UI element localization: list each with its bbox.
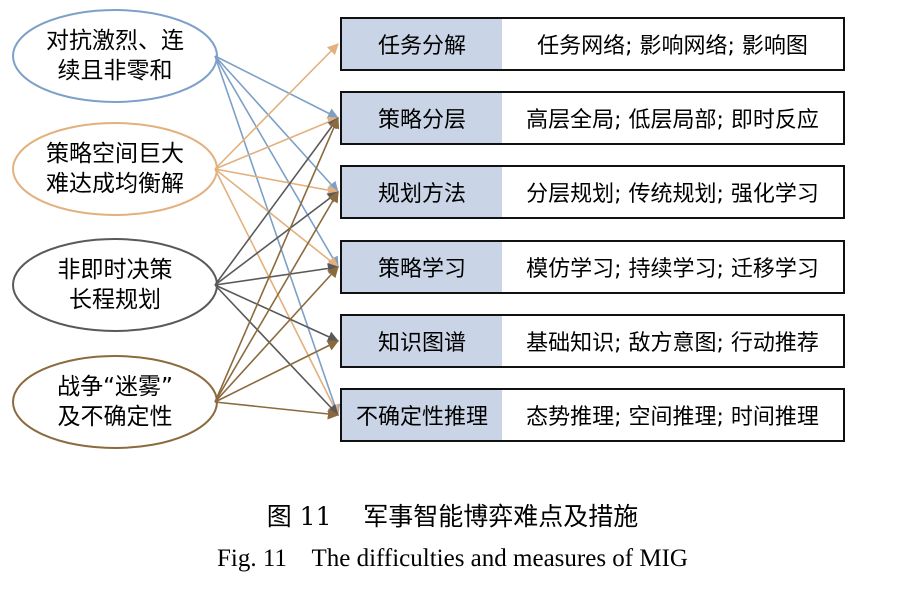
- measure-label: 知识图谱: [342, 316, 502, 366]
- difficulty-label-line: 难达成均衡解: [46, 171, 184, 197]
- difficulty-label-line: 及不确定性: [57, 404, 173, 430]
- connection-arrow-4-to-2: [214, 116, 340, 403]
- connection-arrow-3-to-6: [214, 284, 339, 416]
- difficulty-label-3: 非即时决策长程规划: [13, 239, 217, 331]
- figure-caption-english: Fig. 11 The difficulties and measures of…: [217, 545, 688, 572]
- measure-detail: 高层全局; 低层局部; 即时反应: [526, 108, 819, 133]
- measure-row-uncertainty-reasoning: 不确定性推理 态势推理; 空间推理; 时间推理: [340, 388, 845, 442]
- connection-arrow-1-to-2: [214, 55, 340, 119]
- connection-arrow-1-to-3: [214, 55, 339, 193]
- difficulty-label-2: 策略空间巨大难达成均衡解: [13, 123, 217, 215]
- connection-arrow-2-to-4: [214, 168, 339, 268]
- difficulty-ellipse-1: [12, 9, 218, 103]
- connection-arrow-3-to-2: [214, 117, 339, 286]
- connection-arrow-1-to-4: [214, 55, 339, 268]
- measure-detail: 态势推理; 空间推理; 时间推理: [526, 405, 819, 430]
- connection-arrow-3-to-3: [214, 191, 339, 286]
- difficulty-label-1: 对抗激烈、连续且非零和: [13, 10, 217, 102]
- connection-arrow-1-to-6: [214, 55, 341, 417]
- difficulty-label-line: 战争“迷雾”: [57, 374, 173, 400]
- measure-row-planning-methods: 规划方法 分层规划; 传统规划; 强化学习: [340, 165, 845, 219]
- measure-detail: 模仿学习; 持续学习; 迁移学习: [526, 257, 819, 282]
- connection-arrow-3-to-4: [214, 262, 340, 286]
- connection-arrow-2-to-3: [214, 168, 340, 196]
- measure-row-strategy-learning: 策略学习 模仿学习; 持续学习; 迁移学习: [340, 240, 845, 294]
- measure-label: 策略分层: [342, 93, 502, 143]
- connection-arrow-4-to-5: [214, 340, 340, 403]
- difficulty-label-line: 对抗激烈、连: [46, 28, 184, 54]
- connection-arrow-2-to-1: [214, 43, 339, 170]
- difficulty-measure-diagram: [12, 9, 341, 449]
- difficulty-label-line: 非即时决策: [57, 257, 173, 283]
- difficulty-label-line: 续且非零和: [57, 58, 173, 84]
- difficulty-label-4: 战争“迷雾” 及不确定性: [13, 356, 217, 448]
- measure-label: 任务分解: [342, 19, 502, 69]
- connection-arrow-4-to-3: [214, 191, 339, 403]
- figure-caption-chinese: 图 11 军事智能博弈难点及措施: [266, 502, 639, 531]
- measure-detail: 任务网络; 影响网络; 影响图: [537, 34, 808, 59]
- measure-detail: 基础知识; 敌方意图; 行动推荐: [526, 331, 819, 356]
- connection-arrow-2-to-2: [214, 116, 340, 170]
- measure-label: 规划方法: [342, 167, 502, 217]
- measure-detail: 分层规划; 传统规划; 强化学习: [526, 182, 819, 207]
- difficulty-label-line: 策略空间巨大: [46, 141, 184, 167]
- measure-row-task-decomposition: 任务分解 任务网络; 影响网络; 影响图: [340, 17, 845, 71]
- connection-arrow-2-to-6: [214, 168, 339, 417]
- connection-arrow-3-to-5: [214, 284, 340, 342]
- measure-row-strategy-layering: 策略分层 高层全局; 低层局部; 即时反应: [340, 91, 845, 145]
- connection-arrow-4-to-6: [214, 401, 340, 420]
- measure-row-knowledge-graph: 知识图谱 基础知识; 敌方意图; 行动推荐: [340, 314, 845, 368]
- difficulty-label-line: 长程规划: [69, 287, 161, 313]
- measure-label: 策略学习: [342, 242, 502, 292]
- measure-label: 不确定性推理: [342, 390, 502, 440]
- connection-arrow-4-to-4: [214, 266, 339, 403]
